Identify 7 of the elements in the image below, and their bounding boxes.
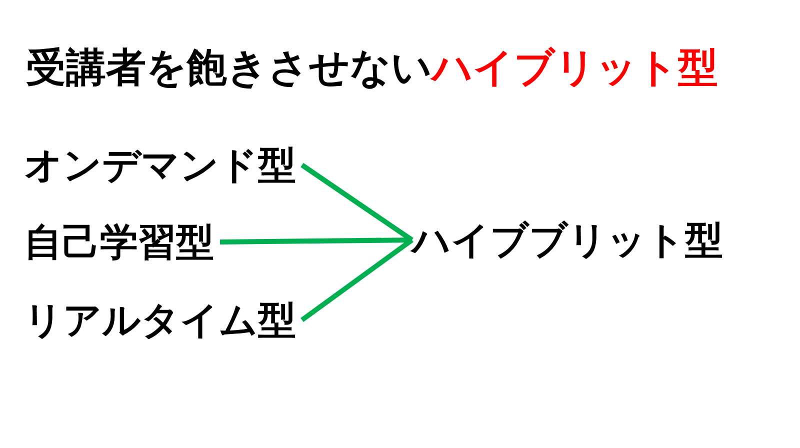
- node-label: ハイブブリット型: [412, 217, 723, 263]
- node-label: オンデマンド型: [24, 142, 296, 188]
- title: 受講者を飽きさせないハイブリット型: [26, 44, 718, 92]
- connector-line: [300, 162, 414, 242]
- node-label: 自己学習型: [24, 219, 214, 265]
- connector-line: [300, 238, 414, 322]
- node-label: リアルタイム型: [24, 297, 296, 343]
